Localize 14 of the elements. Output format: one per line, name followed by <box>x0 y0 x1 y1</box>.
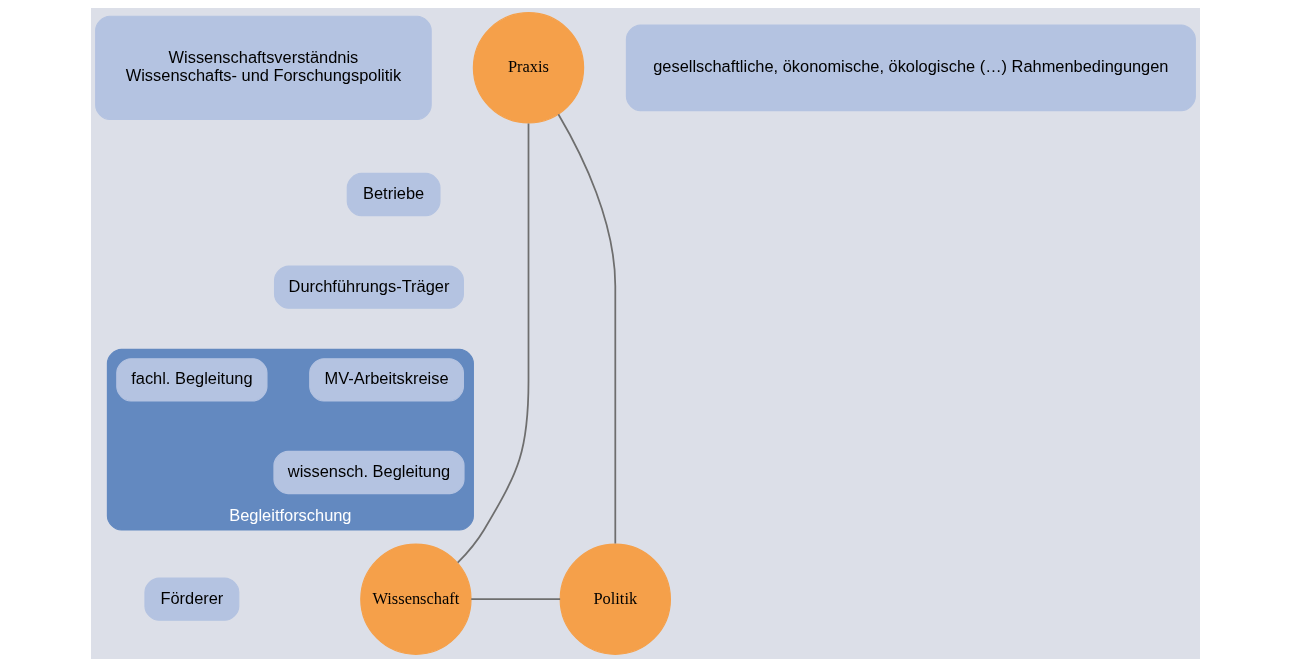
node-box: Förderer <box>143 577 239 621</box>
node-box: wissensch. Begleitung <box>272 450 465 495</box>
node-box: Betriebe <box>346 172 441 217</box>
connector <box>456 122 529 564</box>
node-circle: Politik <box>559 543 671 655</box>
node-box: Durchführungs-Träger <box>273 265 464 309</box>
node-box: Wissenschaftsverständnis Wissenschafts- und Forschungspolitik <box>94 15 432 121</box>
connector <box>557 113 616 545</box>
node-circle: Praxis <box>472 12 584 124</box>
node-box: fachl. Begleitung <box>115 358 268 402</box>
node-box: gesellschaftliche, ökonomische, ökologische (…) Rahmenbedingungen <box>625 24 1196 112</box>
node-circle: Wissenschaft <box>359 543 472 655</box>
connector <box>469 598 561 601</box>
node-box: MV-Arbeitskreise <box>308 358 464 402</box>
